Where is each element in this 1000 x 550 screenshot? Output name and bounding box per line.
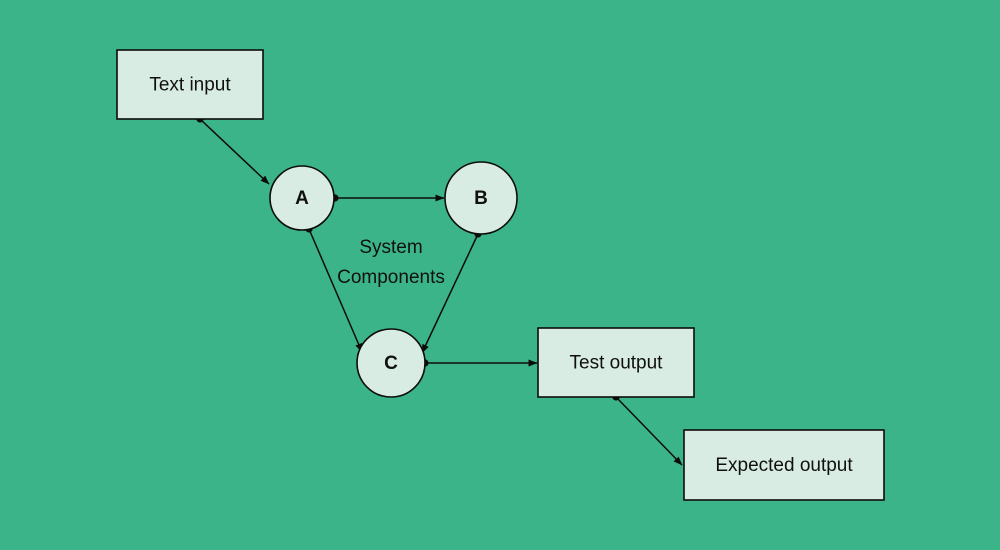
circle-shape[interactable] <box>444 161 518 235</box>
edge-line <box>199 118 270 185</box>
node-circle-node-b[interactable]: B <box>444 161 518 235</box>
group-label-line2: Components <box>337 267 445 288</box>
box-shape[interactable] <box>537 327 695 398</box>
edge-test-to-expected <box>612 393 683 466</box>
group-label: System Components <box>337 237 445 288</box>
edge-c-to-test-output <box>421 359 538 367</box>
circle-shape[interactable] <box>269 165 335 231</box>
box-label: Test output <box>570 353 664 374</box>
node-box-expected-output[interactable]: Expected output <box>683 429 885 501</box>
edge-a-to-b <box>331 194 445 202</box>
circle-label: C <box>384 353 398 374</box>
node-circle-node-c[interactable]: C <box>356 328 426 398</box>
edges-layer <box>196 115 683 466</box>
box-shape[interactable] <box>116 49 264 120</box>
edge-b-to-c <box>421 230 482 354</box>
edge-line <box>421 233 479 354</box>
box-label: Text input <box>149 75 231 96</box>
box-shape[interactable] <box>683 429 885 501</box>
edge-line <box>615 396 683 466</box>
node-box-test-output[interactable]: Test output <box>537 327 695 398</box>
group-label-line1: System <box>359 237 422 258</box>
circle-label: A <box>295 188 309 209</box>
box-label: Expected output <box>715 455 853 476</box>
node-box-text-input[interactable]: Text input <box>116 49 264 120</box>
edge-line <box>308 228 363 353</box>
edge-a-to-c <box>305 225 363 353</box>
circle-label: B <box>474 188 488 209</box>
edge-text-input-to-a <box>196 115 270 185</box>
node-circle-node-a[interactable]: A <box>269 165 335 231</box>
circle-shape[interactable] <box>356 328 426 398</box>
